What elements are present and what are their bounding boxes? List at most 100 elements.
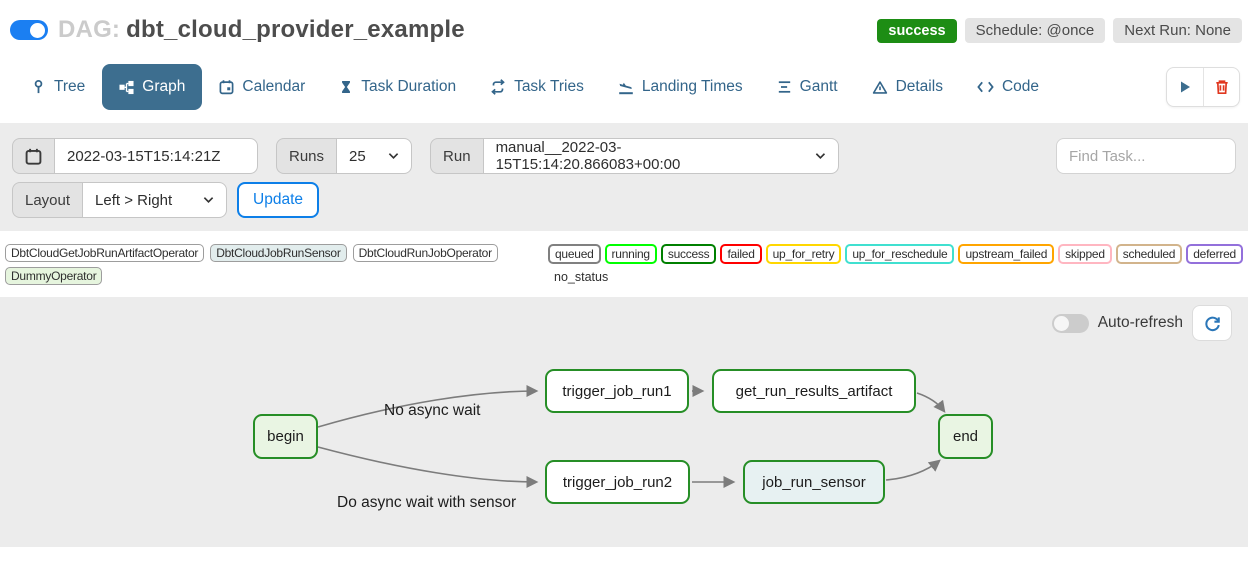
auto-refresh-label: Auto-refresh: [1097, 314, 1183, 331]
dag-label: DAG:: [58, 16, 121, 43]
toggle-knob: [30, 22, 45, 38]
layout-label: Layout: [12, 182, 83, 218]
calendar-addon: [12, 138, 54, 174]
node-trigger-job-run2[interactable]: trigger_job_run2: [545, 460, 690, 504]
layout-select[interactable]: Left > Right: [82, 182, 228, 218]
operator-badge-dummy[interactable]: DummyOperator: [5, 267, 103, 285]
find-task-input[interactable]: [1056, 138, 1236, 174]
filter-panel: Runs 25 Run manual__2022-03-15T15:14:20.…: [0, 123, 1248, 231]
node-trigger-job-run1[interactable]: trigger_job_run1: [545, 369, 689, 413]
status-badge-up-for-retry[interactable]: up_for_retry: [765, 244, 842, 264]
hourglass-icon: [342, 81, 351, 93]
layout-value: Left > Right: [95, 191, 173, 209]
tree-icon: [34, 80, 43, 94]
tab-label: Task Tries: [514, 78, 584, 95]
operator-badge-sensor[interactable]: DbtCloudJobRunSensor: [210, 244, 347, 262]
delete-dag-button[interactable]: [1203, 68, 1239, 106]
chevron-down-icon: [388, 153, 399, 160]
auto-refresh-toggle[interactable]: [1051, 313, 1089, 333]
calendar-icon: [25, 148, 42, 165]
dag-actions: [1166, 67, 1240, 107]
dag-pause-toggle[interactable]: [10, 20, 48, 40]
edge-label-no-async: No async wait: [384, 402, 481, 419]
node-get-run-results-artifact[interactable]: get_run_results_artifact: [712, 369, 916, 413]
run-select[interactable]: manual__2022-03-15T15:14:20.866083+00:00: [482, 138, 839, 174]
chevron-down-icon: [203, 197, 214, 204]
base-date-input[interactable]: [54, 138, 258, 174]
refresh-icon: [1204, 316, 1220, 331]
next-run-badge: Next Run: None: [1113, 18, 1242, 43]
tab-label: Gantt: [799, 78, 838, 95]
update-button[interactable]: Update: [237, 182, 320, 218]
status-badge-scheduled[interactable]: scheduled: [1115, 244, 1183, 264]
view-tabbar: Tree Graph Calendar Task Duration Task T…: [0, 64, 1248, 110]
auto-refresh-control: Auto-refresh: [1051, 305, 1232, 341]
node-job-run-sensor[interactable]: job_run_sensor: [743, 460, 885, 504]
gantt-icon: [778, 81, 790, 93]
trash-icon: [1215, 80, 1228, 95]
operator-badge-runjob[interactable]: DbtCloudRunJobOperator: [352, 244, 498, 262]
tab-label: Code: [1001, 78, 1040, 95]
tab-details[interactable]: Details: [855, 64, 960, 110]
status-badge-failed[interactable]: failed: [720, 244, 762, 264]
status-legend: queued running success failed up_for_ret…: [548, 244, 1243, 285]
run-group: Run manual__2022-03-15T15:14:20.866083+0…: [430, 138, 839, 174]
edge-label-async-sensor: Do async wait with sensor: [337, 494, 517, 511]
status-badge-success[interactable]: success: [660, 244, 717, 264]
tab-label: Calendar: [242, 78, 306, 95]
dag-name: dbt_cloud_provider_example: [126, 16, 465, 43]
refresh-button[interactable]: [1192, 305, 1232, 341]
dag-state-badge: success: [877, 18, 957, 43]
tab-landing-times[interactable]: Landing Times: [601, 64, 760, 110]
runs-value: 25: [349, 147, 366, 165]
tab-label: Tree: [54, 78, 86, 95]
tab-code[interactable]: Code: [960, 64, 1056, 110]
repeat-icon: [491, 79, 505, 95]
status-badge-running[interactable]: running: [604, 244, 657, 264]
tab-task-duration[interactable]: Task Duration: [322, 64, 473, 110]
filter-row-2: Layout Left > Right Update: [12, 182, 1236, 218]
code-icon: [977, 81, 994, 93]
tab-graph[interactable]: Graph: [102, 64, 203, 110]
runs-select[interactable]: 25: [336, 138, 413, 174]
run-label: Run: [430, 138, 483, 174]
tab-label: Details: [895, 78, 943, 95]
page-title: DAG:dbt_cloud_provider_example: [58, 16, 465, 44]
layout-group: Layout Left > Right: [12, 182, 228, 218]
tab-calendar[interactable]: Calendar: [202, 64, 322, 110]
node-begin[interactable]: begin: [253, 414, 318, 459]
status-badge-skipped[interactable]: skipped: [1058, 244, 1112, 264]
run-value: manual__2022-03-15T15:14:20.866083+00:00: [495, 139, 681, 173]
schedule-badge: Schedule: @once: [964, 18, 1106, 43]
runs-group: Runs 25: [276, 138, 413, 174]
tab-tree[interactable]: Tree: [14, 64, 102, 110]
filter-row-1: Runs 25 Run manual__2022-03-15T15:14:20.…: [12, 138, 1236, 174]
legend: DbtCloudGetJobRunArtifactOperator DbtClo…: [0, 244, 1248, 285]
chevron-down-icon: [815, 153, 825, 159]
header-badges: success Schedule: @once Next Run: None: [877, 18, 1242, 43]
tab-label: Graph: [142, 78, 186, 95]
calendar-icon: [219, 80, 234, 95]
tab-gantt[interactable]: Gantt: [760, 64, 855, 110]
status-badge-upstream-failed[interactable]: upstream_failed: [958, 244, 1055, 264]
status-label-no-status: no_status: [554, 270, 609, 284]
graph-icon: [119, 80, 134, 94]
status-badge-queued[interactable]: queued: [548, 244, 601, 264]
base-date-group: [12, 138, 258, 174]
dag-header: DAG:dbt_cloud_provider_example success S…: [0, 0, 1248, 44]
graph-edges: [317, 385, 946, 488]
play-icon: [1181, 81, 1190, 93]
tab-label: Landing Times: [641, 78, 743, 95]
plane-landing-icon: [619, 82, 633, 95]
details-icon: [872, 80, 887, 94]
tab-task-tries[interactable]: Task Tries: [473, 64, 601, 110]
runs-label: Runs: [276, 138, 337, 174]
operator-badge-artifact[interactable]: DbtCloudGetJobRunArtifactOperator: [5, 244, 205, 262]
trigger-dag-button[interactable]: [1167, 68, 1203, 106]
graph-panel: Auto-refresh No async wait Do async wait…: [0, 297, 1248, 547]
status-badge-up-for-reschedule[interactable]: up_for_reschedule: [845, 244, 955, 264]
node-end[interactable]: end: [938, 414, 993, 459]
tab-label: Task Duration: [361, 78, 457, 95]
status-badge-deferred[interactable]: deferred: [1186, 244, 1243, 264]
